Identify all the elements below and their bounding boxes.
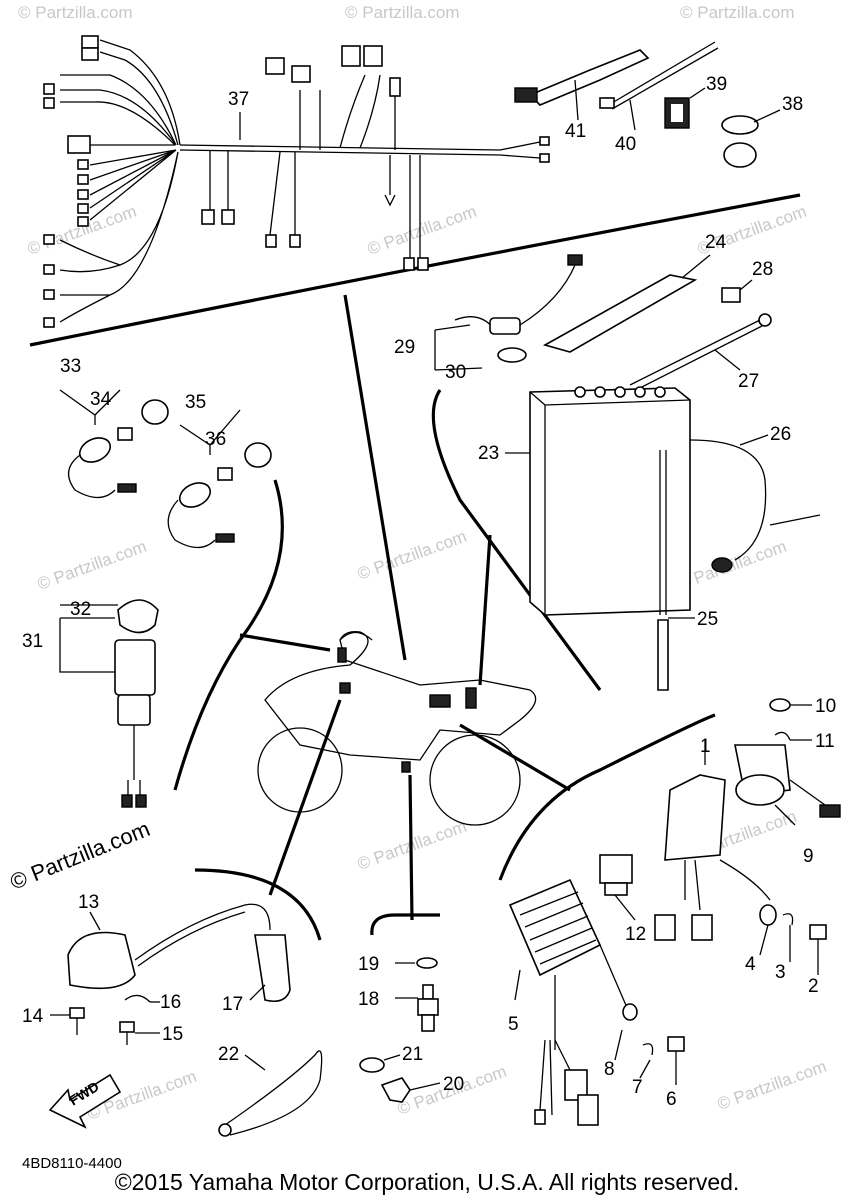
spark-plug-group: 19 18 21 20 — [358, 913, 464, 1103]
callout-12: 12 — [625, 924, 646, 945]
callout-23: 23 — [478, 443, 499, 464]
callout-18: 18 — [358, 989, 379, 1010]
watermark: © Partzilla.com — [345, 3, 460, 22]
callout-17: 17 — [222, 994, 243, 1015]
tie-and-clamp-group: 41 40 39 38 — [514, 41, 803, 168]
callout-4: 4 — [745, 954, 756, 975]
callout-3: 3 — [775, 962, 786, 983]
callout-1: 1 — [700, 736, 711, 757]
lead-wire-22: 22 — [218, 1044, 323, 1137]
watermarks: © Partzilla.com © Partzilla.com © Partzi… — [18, 3, 829, 1124]
callout-14: 14 — [22, 1006, 44, 1027]
callout-34: 34 — [90, 389, 112, 410]
copyright-notice: ©2015 Yamaha Motor Corporation, U.S.A. A… — [115, 1169, 740, 1195]
callout-29: 29 — [394, 337, 415, 358]
callout-38: 38 — [782, 94, 803, 115]
wire-harness-group: 37 — [29, 35, 801, 347]
callout-26: 26 — [770, 424, 791, 445]
callout-39: 39 — [706, 74, 727, 95]
ignition-switch-group: 33 34 35 36 32 31 — [22, 356, 284, 808]
callout-33: 33 — [60, 356, 81, 377]
callout-15: 15 — [162, 1024, 183, 1045]
callout-19: 19 — [358, 954, 379, 975]
ignition-coil-group: 13 17 16 14 15 — [22, 868, 322, 1045]
watermark: © Partzilla.com — [18, 3, 133, 22]
callout-5: 5 — [508, 1014, 519, 1035]
callout-37: 37 — [228, 89, 249, 110]
watermark: © Partzilla.com — [680, 3, 795, 22]
callout-31: 31 — [22, 631, 43, 652]
callout-8: 8 — [604, 1059, 615, 1080]
watermark: © Partzilla.com — [35, 537, 149, 594]
part-code: 4BD8110-4400 — [22, 1155, 122, 1172]
callout-2: 2 — [808, 976, 819, 997]
watermark: © Partzilla.com — [365, 202, 479, 259]
callout-7: 7 — [632, 1077, 643, 1098]
callout-16: 16 — [160, 992, 181, 1013]
callout-22: 22 — [218, 1044, 239, 1065]
rectifier-cdi-group: 10 11 9 1 12 4 3 2 — [498, 696, 841, 1126]
callout-28: 28 — [752, 259, 773, 280]
callout-6: 6 — [666, 1089, 677, 1110]
watermark: © Partzilla.com — [355, 527, 469, 584]
callout-10: 10 — [815, 696, 836, 717]
callout-30: 30 — [445, 362, 466, 383]
callout-11: 11 — [815, 731, 835, 752]
callout-24: 24 — [705, 232, 727, 253]
callout-35: 35 — [185, 392, 206, 413]
callout-36: 36 — [205, 429, 226, 450]
callout-9: 9 — [803, 846, 814, 867]
callout-40: 40 — [615, 134, 636, 155]
callout-20: 20 — [443, 1074, 464, 1095]
atv-silhouette — [239, 294, 571, 921]
callout-32: 32 — [70, 599, 91, 620]
callout-41: 41 — [565, 121, 586, 142]
watermark-dark: © Partzilla.com — [7, 816, 154, 895]
callout-27: 27 — [738, 371, 759, 392]
watermark: © Partzilla.com — [715, 1057, 829, 1114]
callout-13: 13 — [78, 892, 99, 913]
callout-25: 25 — [697, 609, 718, 630]
battery-group: 29 30 24 28 27 23 26 25 — [394, 232, 821, 691]
callout-21: 21 — [402, 1044, 423, 1065]
